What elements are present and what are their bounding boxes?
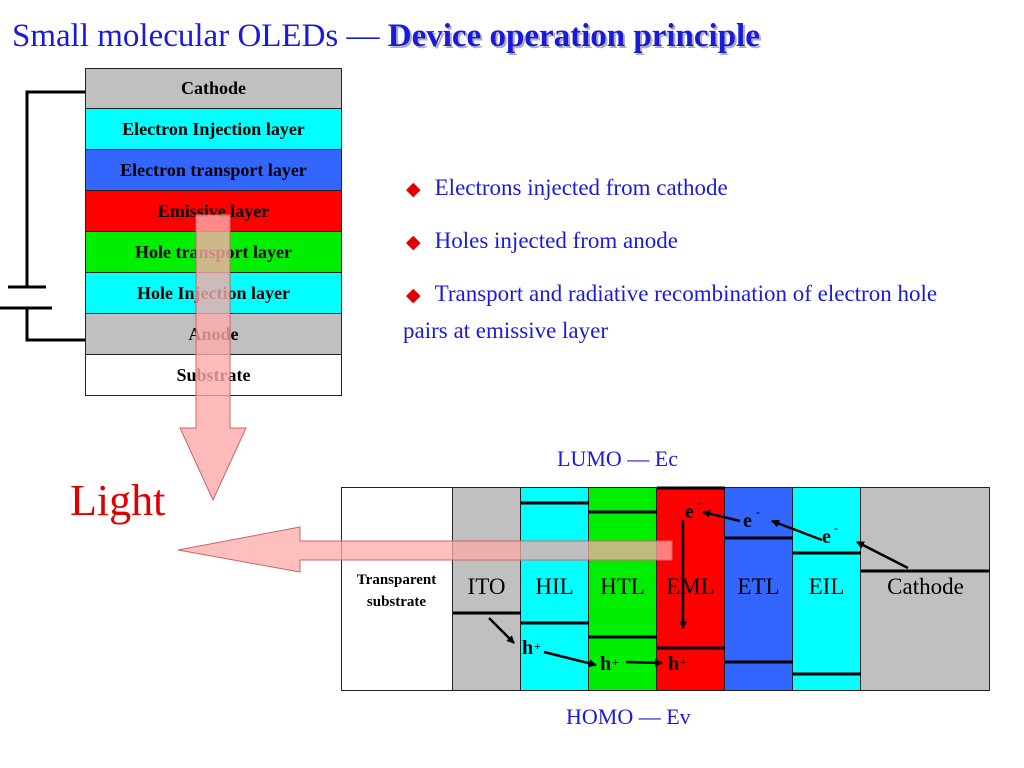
band-label-htl: HTL (600, 574, 645, 599)
bullet-text: Electrons injected from cathode (434, 175, 728, 200)
light-arrow-down (179, 214, 247, 502)
homo-label: HOMO — Ev (566, 704, 691, 729)
svg-text:-: - (834, 521, 838, 535)
bullet-text: Holes injected from anode (434, 228, 678, 253)
svg-text:+: + (680, 655, 687, 669)
diamond-bullet-icon: ◆ (406, 179, 421, 200)
band-htl: HTL (589, 487, 657, 691)
bullet-text: Transport and radiative recombination of… (403, 281, 938, 343)
band-label-eml: EML (666, 574, 715, 599)
title-emphasis: Device operation principle (387, 18, 760, 54)
svg-text:e: e (822, 526, 831, 548)
light-label: Light (70, 476, 166, 525)
bullet-item: ◆Transport and radiative recombination o… (403, 276, 963, 348)
band-ito: ITO (453, 487, 521, 691)
hole-label-htl: h + (600, 653, 619, 675)
electron-label-eml: e - (685, 496, 701, 523)
band-label-cathode: Cathode (887, 574, 964, 599)
svg-text:+: + (534, 639, 541, 653)
band-label-hil: HIL (535, 574, 574, 599)
svg-text:h: h (522, 637, 533, 659)
stack-layer-electron-transport: Electron transport layer (85, 150, 342, 191)
svg-text:+: + (612, 655, 619, 669)
bullet-item: ◆ Electrons injected from cathode (403, 170, 963, 207)
bullet-list: ◆ Electrons injected from cathode ◆ Holes … (403, 170, 963, 364)
band-hil: HIL (521, 487, 589, 691)
band-transparent-substrate: Transparent substrate (341, 487, 453, 691)
svg-text:-: - (697, 496, 701, 510)
svg-text:h: h (600, 653, 611, 675)
page-title: Small molecular OLEDs — Device operation… (12, 18, 760, 55)
band-eml: EML (657, 487, 725, 691)
svg-text:-: - (756, 505, 760, 519)
electron-label-eil: e - (822, 521, 838, 548)
bullet-item: ◆ Holes injected from anode (403, 223, 963, 260)
diamond-bullet-icon: ◆ (406, 232, 421, 253)
svg-text:e: e (743, 510, 752, 532)
title-prefix: Small molecular OLEDs — (12, 18, 388, 54)
light-arrow-left (177, 526, 673, 573)
svg-text:h: h (668, 653, 679, 675)
band-label-ito: ITO (467, 574, 506, 599)
band-label-substrate: Transparent substrate (356, 572, 437, 610)
band-cathode: Cathode (861, 487, 990, 691)
battery-icon (0, 285, 52, 310)
band-label-etl: ETL (737, 574, 780, 599)
hole-label-eml: h + (668, 653, 687, 675)
stack-layer-cathode: Cathode (85, 68, 342, 109)
svg-text:e: e (685, 501, 694, 523)
energy-levels (453, 486, 990, 676)
diamond-bullet-icon: ◆ (406, 285, 421, 306)
band-label-eil: EIL (808, 574, 845, 599)
circuit-wire (25, 90, 85, 342)
lumo-label: LUMO — Ec (557, 446, 678, 471)
band-eil: EIL (793, 487, 861, 691)
hole-label-hil: h + (522, 637, 541, 659)
electron-label-etl: e - (743, 505, 760, 532)
stack-layer-electron-injection: Electron Injection layer (85, 109, 342, 150)
carrier-arrows (488, 509, 909, 668)
